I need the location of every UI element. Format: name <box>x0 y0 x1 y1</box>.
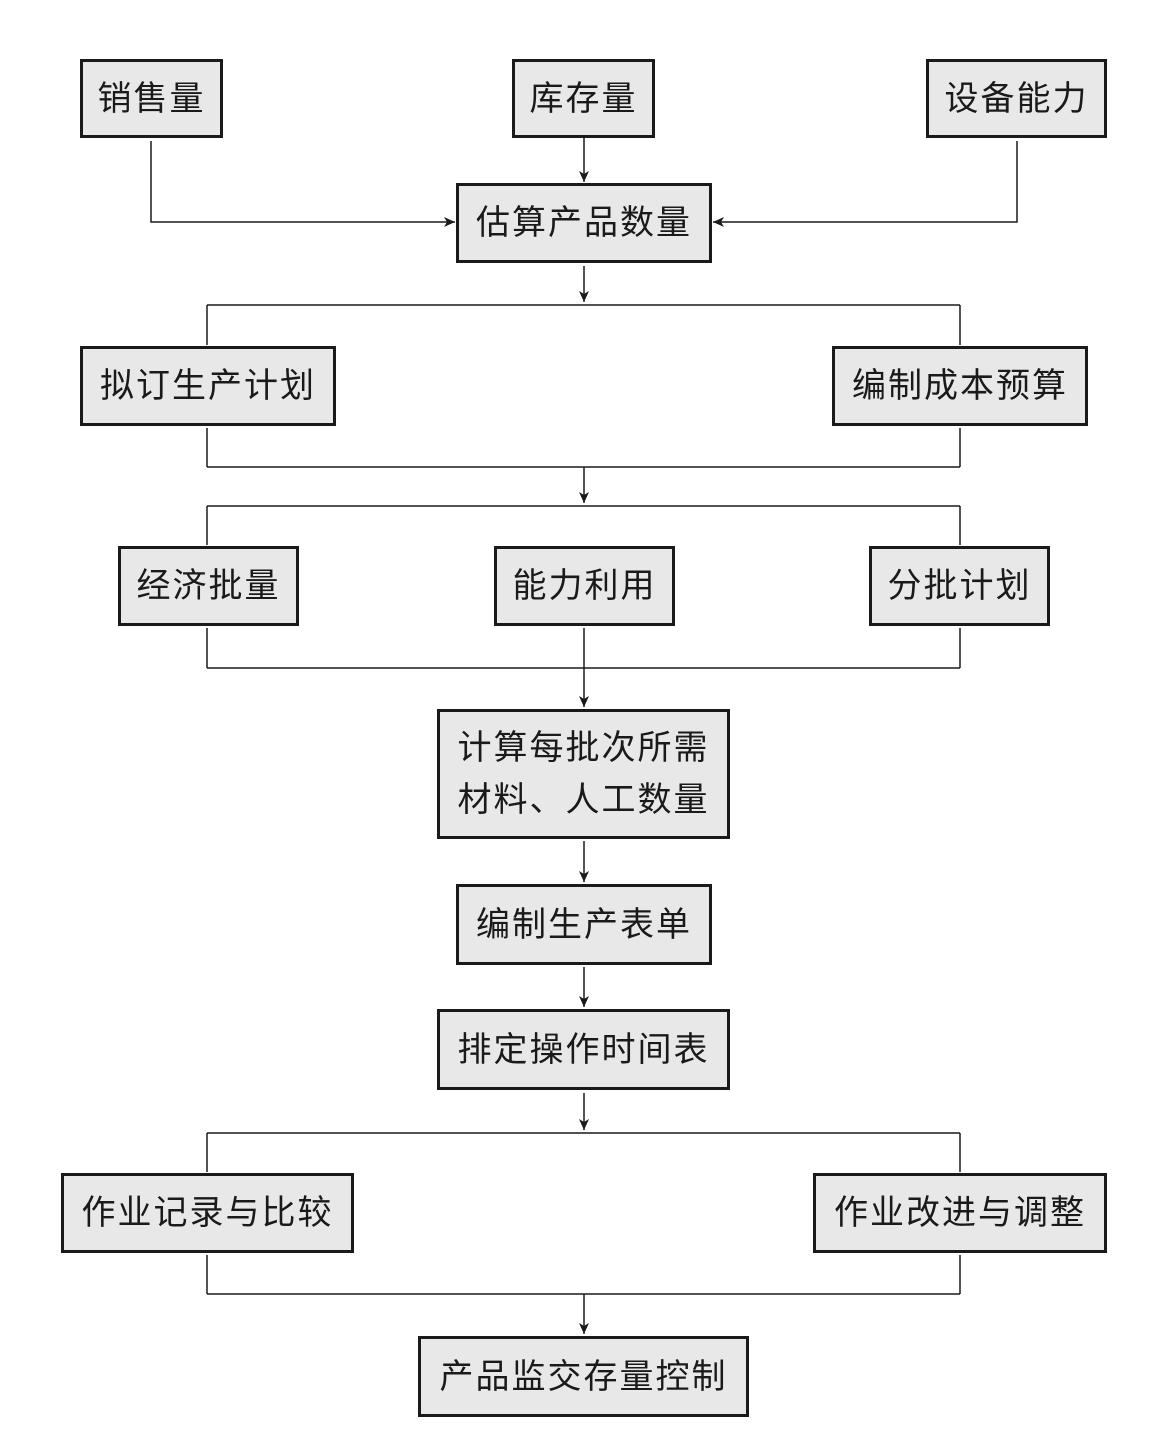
capacity-label: 设备能力 <box>944 78 1089 119</box>
batch-label: 分批计划 <box>887 566 1032 606</box>
improve-box: 作业改进与调整 <box>813 1173 1107 1253</box>
calc-label-line2: 材料、人工数量 <box>457 780 710 820</box>
capacity-box: 设备能力 <box>926 59 1107 138</box>
forms-box: 编制生产表单 <box>456 884 712 965</box>
utilization-box: 能力利用 <box>494 546 675 626</box>
calc-label-line1: 计算每批次所需 <box>457 728 710 768</box>
budget-label: 编制成本预算 <box>852 366 1068 406</box>
arrow-sales-to-estimate <box>150 141 455 227</box>
eoq-label: 经济批量 <box>136 566 281 606</box>
forms-label: 编制生产表单 <box>476 904 692 945</box>
plan-box: 拟订生产计划 <box>80 346 336 426</box>
estimate-label: 估算产品数量 <box>476 203 692 243</box>
plan-label: 拟订生产计划 <box>100 366 316 406</box>
sales-box: 销售量 <box>80 59 223 138</box>
batch-box: 分批计划 <box>869 546 1050 626</box>
inventory-label: 库存量 <box>529 78 638 119</box>
budget-box: 编制成本预算 <box>832 346 1088 426</box>
record-box: 作业记录与比较 <box>61 1173 354 1253</box>
schedule-box: 排定操作时间表 <box>437 1009 730 1090</box>
arrow-capacity-to-estimate <box>713 141 1018 227</box>
improve-label: 作业改进与调整 <box>834 1193 1086 1233</box>
record-label: 作业记录与比较 <box>81 1193 334 1233</box>
inventory-box: 库存量 <box>512 59 655 138</box>
utilization-label: 能力利用 <box>512 566 657 606</box>
control-box: 产品监交存量控制 <box>418 1336 749 1417</box>
eoq-box: 经济批量 <box>118 546 299 626</box>
estimate-box: 估算产品数量 <box>456 183 712 263</box>
schedule-label: 排定操作时间表 <box>457 1029 710 1070</box>
sales-label: 销售量 <box>97 78 206 119</box>
control-label: 产品监交存量控制 <box>439 1356 728 1397</box>
calc-box: 计算每批次所需 材料、人工数量 <box>437 709 730 839</box>
